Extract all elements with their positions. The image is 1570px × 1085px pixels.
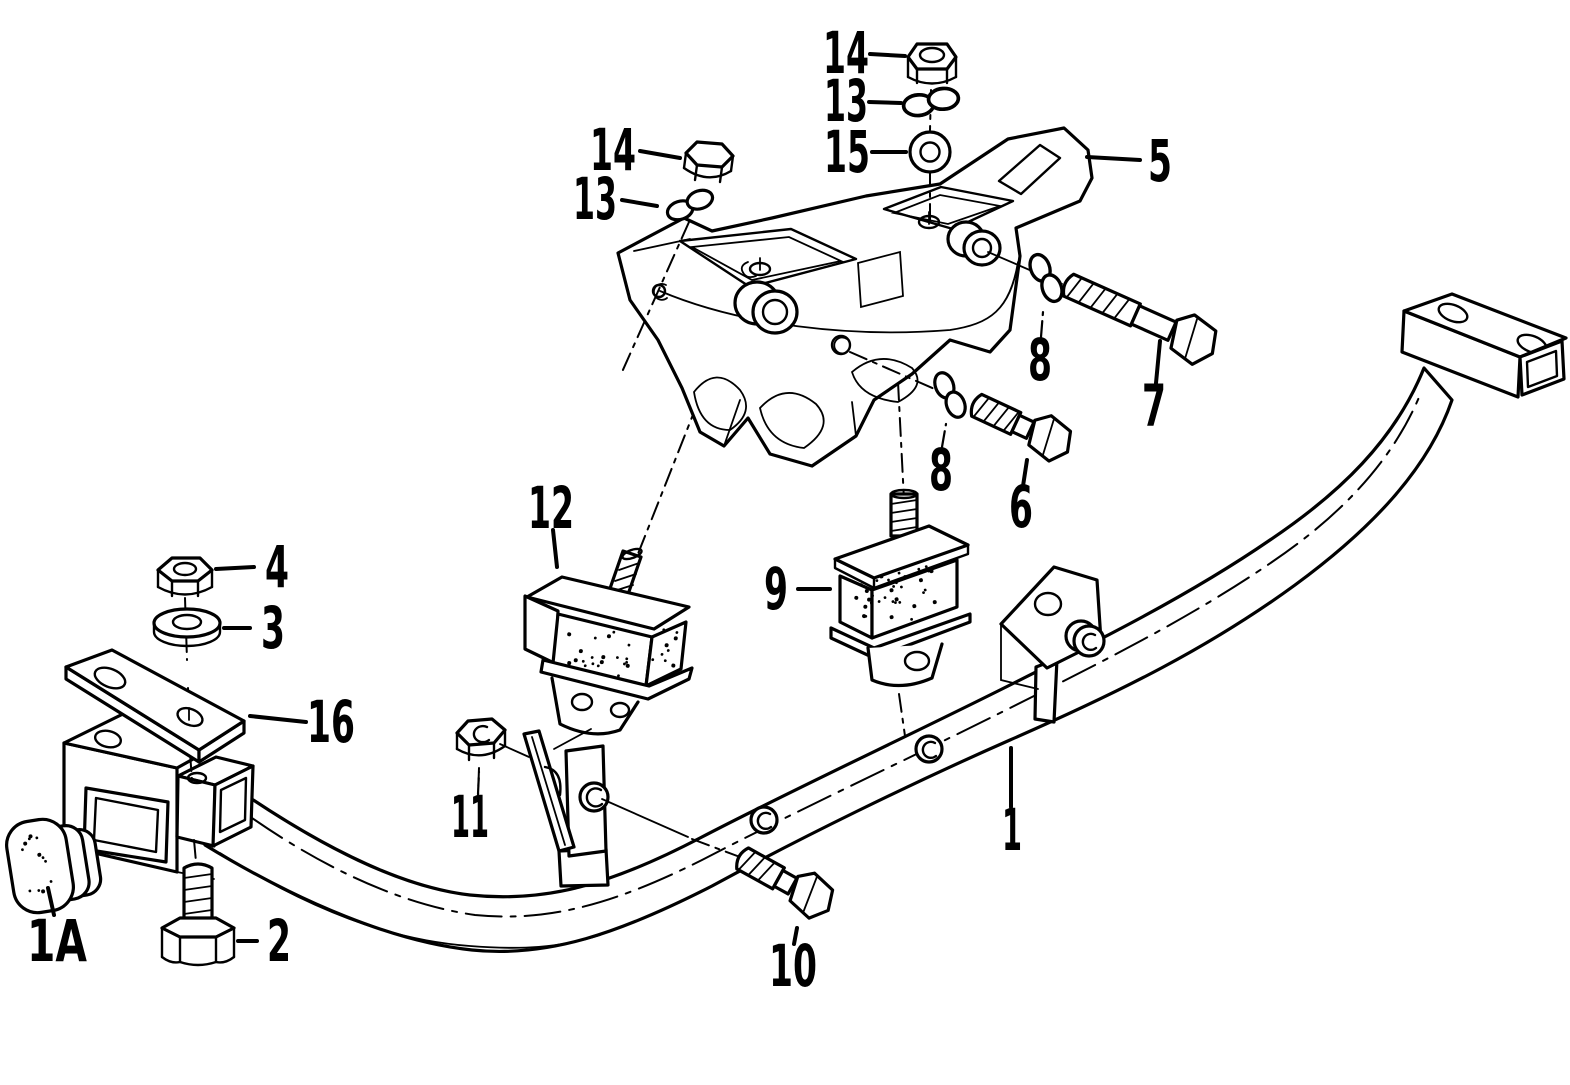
callout-label-13: 13 (824, 67, 868, 135)
callout-leader-8 (1039, 310, 1045, 339)
callout-leader-14 (638, 149, 682, 160)
callout-label-16: 16 (307, 688, 355, 756)
callout-label-6: 6 (1009, 473, 1033, 541)
callout-label-9: 9 (764, 555, 788, 623)
lock-washer-13-left (665, 188, 715, 222)
callout-label-15: 15 (824, 118, 870, 186)
hex-nut-14-top (906, 42, 958, 85)
callout-label-11: 11 (451, 783, 489, 851)
bolt-10-axis-line (601, 798, 741, 858)
hex-bolt-10 (735, 846, 835, 920)
left-top-center-line (621, 221, 690, 373)
stipple-dots (651, 628, 679, 668)
callout-leader-13 (867, 100, 903, 105)
washer-15 (908, 130, 952, 174)
engine-mount-12 (523, 547, 694, 750)
mount-12-center-line (633, 401, 699, 565)
hex-nut-14-left (682, 140, 735, 184)
callout-label-3: 3 (261, 594, 285, 662)
hex-bolt-6 (969, 392, 1073, 463)
beam-hole-left (749, 805, 779, 835)
lock-washer-8-lower (933, 371, 967, 419)
lock-washer-13-top (901, 86, 961, 118)
callout-leader-11 (476, 770, 481, 796)
mount-9-center-line-up (897, 381, 905, 501)
callout-label-7: 7 (1142, 372, 1166, 440)
stipple-dots (879, 565, 937, 621)
mount-pedestal-right (999, 565, 1106, 724)
callout-leader-7 (1154, 339, 1162, 385)
callout-leader-5 (1085, 155, 1142, 162)
callout-label-14: 14 (823, 19, 869, 87)
mount-bracket-plate-left (522, 729, 610, 888)
callout-leader-13 (620, 198, 659, 208)
crossmember-beam (203, 366, 1454, 954)
callout-label-8: 8 (1028, 326, 1052, 394)
stipple-dots (854, 577, 881, 619)
callout-label-4: 4 (265, 533, 289, 601)
callout-label-12: 12 (528, 474, 574, 542)
callout-label-14: 14 (590, 116, 636, 184)
callout-label-8: 8 (929, 436, 953, 504)
callout-leader-1A (46, 886, 56, 917)
mount-9-center-line-down (898, 693, 906, 737)
stipple-dots (567, 630, 631, 678)
engine-mount-9 (829, 488, 972, 688)
callout-leader-4 (214, 565, 256, 571)
callout-leader-16 (248, 714, 308, 724)
support-bracket-5 (616, 126, 1094, 468)
clamp-plate-16 (64, 648, 246, 764)
callout-label-5: 5 (1148, 127, 1172, 195)
hex-bolt-2 (160, 862, 236, 967)
callout-label-1A: 1A (27, 907, 87, 975)
callout-label-10: 10 (769, 932, 817, 1000)
callout-label-2: 2 (267, 907, 291, 975)
hex-bolt-7 (1061, 272, 1218, 366)
beam-hole-right (914, 734, 944, 764)
callout-leader-6 (1021, 458, 1029, 488)
end-cap-1a (5, 817, 103, 915)
bolt-6-axis-line (849, 351, 947, 395)
callout-label-1: 1 (1002, 796, 1022, 864)
stipple-texture (21, 565, 937, 894)
hex-nut-4 (156, 556, 214, 598)
callout-leader-10 (792, 926, 799, 946)
crossmember-end-plate (1400, 292, 1568, 399)
callout-label-13: 13 (573, 165, 617, 233)
callout-leader-14 (868, 52, 907, 58)
lock-washer-8-upper (1028, 252, 1064, 304)
callout-leader-8 (940, 422, 948, 449)
callout-leader-12 (551, 528, 559, 569)
stipple-dots (21, 834, 53, 894)
washer-3 (152, 607, 222, 648)
